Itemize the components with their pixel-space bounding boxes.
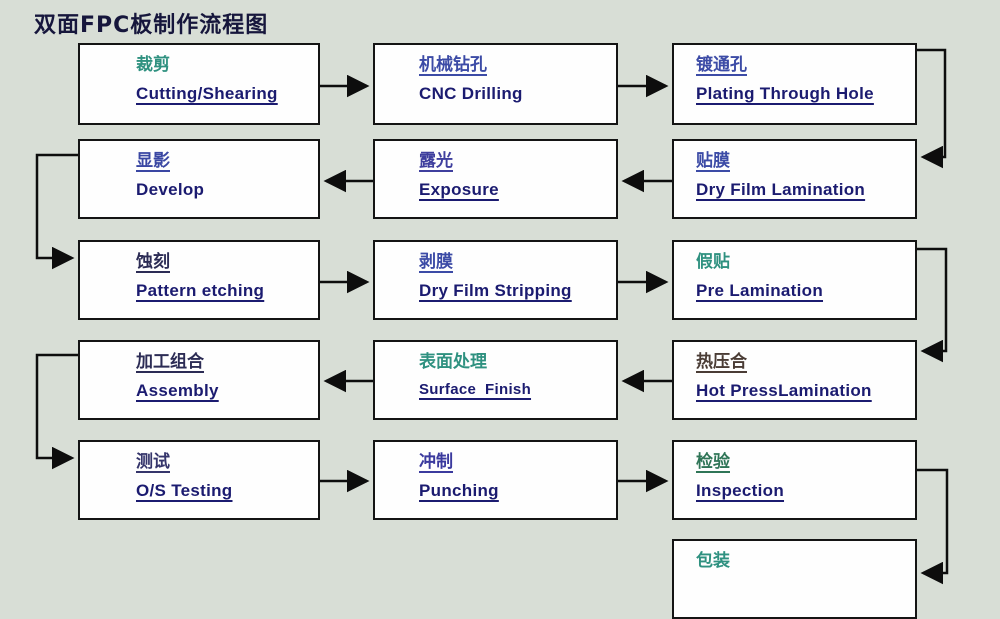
step-label-en: Assembly bbox=[136, 380, 219, 400]
flow-box-exposure: 露光 Exposure bbox=[373, 139, 618, 219]
step-label-cn: 冲制 bbox=[419, 452, 453, 472]
flow-box-punching: 冲制 Punching bbox=[373, 440, 618, 520]
step-label-cn: 显影 bbox=[136, 151, 170, 171]
step-label-en: Pre Lamination bbox=[696, 280, 824, 300]
step-label-en: Cutting/Shearing bbox=[136, 83, 278, 103]
step-label-en: CNC Drilling bbox=[419, 83, 523, 103]
flow-box-pth: 镀通孔 Plating Through Hole bbox=[672, 43, 917, 125]
step-label-cn: 测试 bbox=[136, 452, 170, 472]
step-label-cn: 裁剪 bbox=[136, 55, 170, 75]
flow-box-develop: 显影 Develop bbox=[78, 139, 320, 219]
flow-box-os-testing: 测试 O/S Testing bbox=[78, 440, 320, 520]
step-label-cn: 加工组合 bbox=[136, 352, 204, 372]
flow-box-pre-lamination: 假贴 Pre Lamination bbox=[672, 240, 917, 320]
flow-box-inspection: 检验 Inspection bbox=[672, 440, 917, 520]
step-label-cn: 检验 bbox=[696, 452, 730, 472]
connector-prelam-to-hotpress bbox=[917, 247, 948, 363]
connector-inspection-to-packing bbox=[917, 468, 949, 585]
flow-box-hot-press-lamination: 热压合 Hot PressLamination bbox=[672, 340, 917, 420]
step-label-en: Dry Film Stripping bbox=[419, 280, 572, 300]
step-label-en: Exposure bbox=[419, 179, 499, 199]
step-label-en: Plating Through Hole bbox=[696, 83, 874, 103]
flow-box-assembly: 加工组合 Assembly bbox=[78, 340, 320, 420]
step-label-en: Pattern etching bbox=[136, 280, 265, 300]
step-label-en: O/S Testing bbox=[136, 480, 233, 500]
connector-assembly-to-testing bbox=[35, 353, 78, 470]
connector-develop-to-etching bbox=[35, 153, 78, 270]
flow-box-dry-film-stripping: 剥膜 Dry Film Stripping bbox=[373, 240, 618, 320]
flowchart-page: { "title": "双面FPC板制作流程图", "colors": { "b… bbox=[34, 13, 949, 619]
step-label-en: Inspection bbox=[696, 480, 785, 500]
step-label-cn: 剥膜 bbox=[419, 252, 453, 272]
step-label-cn: 包装 bbox=[696, 551, 730, 571]
step-label-cn: 机械钻孔 bbox=[419, 55, 487, 75]
step-label-en: Punching bbox=[419, 480, 499, 500]
step-label-en: Develop bbox=[136, 179, 205, 199]
step-label-en: Surface Finish bbox=[419, 380, 532, 398]
flow-box-cutting: 裁剪 Cutting/Shearing bbox=[78, 43, 320, 125]
step-label-en: Hot PressLamination bbox=[696, 380, 872, 400]
step-label-cn: 镀通孔 bbox=[696, 55, 747, 75]
step-label-cn: 热压合 bbox=[696, 352, 747, 372]
step-label-cn: 假贴 bbox=[696, 252, 730, 272]
flow-box-pattern-etching: 蚀刻 Pattern etching bbox=[78, 240, 320, 320]
flow-box-cnc-drilling: 机械钻孔 CNC Drilling bbox=[373, 43, 618, 125]
flow-box-dry-film-lamination: 贴膜 Dry Film Lamination bbox=[672, 139, 917, 219]
step-label-en: Dry Film Lamination bbox=[696, 179, 866, 199]
flow-box-surface-finish: 表面处理 Surface Finish bbox=[373, 340, 618, 420]
page-title: 双面FPC板制作流程图 bbox=[34, 13, 269, 38]
step-label-cn: 表面处理 bbox=[419, 352, 487, 372]
connector-pth-to-dryfilmlam bbox=[917, 48, 947, 169]
step-label-cn: 贴膜 bbox=[696, 151, 730, 171]
step-label-cn: 蚀刻 bbox=[136, 252, 170, 272]
flow-box-packing: 包装 bbox=[672, 539, 917, 619]
step-label-cn: 露光 bbox=[419, 151, 453, 171]
